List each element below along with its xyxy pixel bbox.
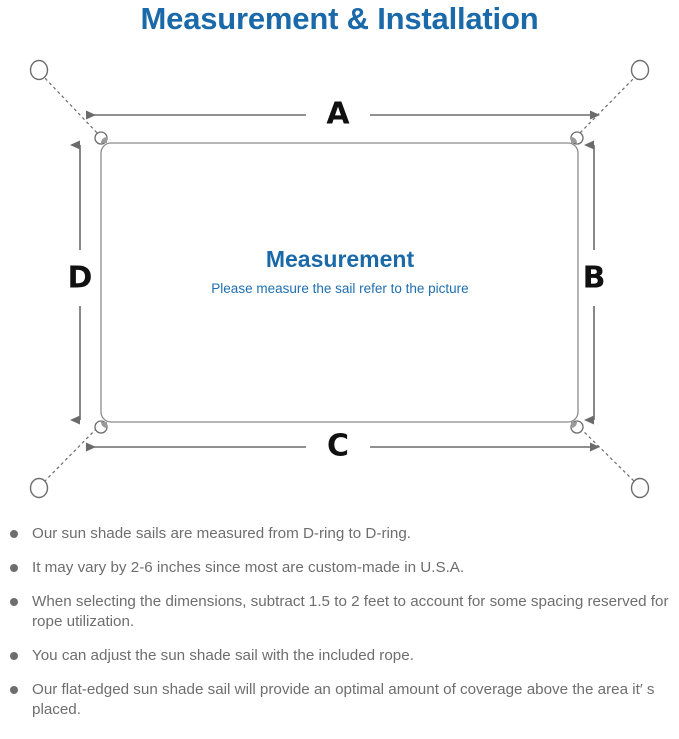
dimension-a: A (86, 97, 600, 132)
note-text: It may vary by 2-6 inches since most are… (32, 559, 465, 576)
d-ring-bottom-right-tab (571, 422, 577, 428)
d-ring-top-left-tab (101, 137, 107, 143)
d-ring-bottom-left-tab (101, 422, 107, 428)
anchor-ring-top-right (630, 59, 650, 81)
bullet-icon (10, 598, 18, 606)
dimension-label-a: A (326, 97, 350, 132)
bullet-icon (10, 652, 18, 660)
list-item: Our flat-edged sun shade sail will provi… (0, 680, 679, 720)
list-item: When selecting the dimensions, subtract … (0, 592, 679, 632)
anchor-rings (29, 59, 650, 499)
notes-list: Our sun shade sails are measured from D-… (0, 524, 679, 734)
page-title: Measurement & Installation (140, 1, 539, 36)
rope-lines (41, 74, 638, 485)
list-item: You can adjust the sun shade sail with t… (0, 646, 679, 666)
note-text: Our flat-edged sun shade sail will provi… (32, 681, 655, 718)
note-text: When selecting the dimensions, subtract … (32, 593, 669, 630)
diagram-center-subtitle: Please measure the sail refer to the pic… (211, 281, 468, 296)
dimension-label-d: D (68, 261, 93, 296)
anchor-ring-bottom-right (630, 477, 650, 499)
rope-top-right (575, 74, 638, 138)
list-item: It may vary by 2-6 inches since most are… (0, 558, 679, 578)
rope-bottom-left (41, 423, 102, 485)
note-text: Our sun shade sails are measured from D-… (32, 525, 411, 542)
dimension-label-b: B (583, 261, 606, 296)
measurement-diagram: A C D B Measurement Please measure the s… (0, 48, 679, 518)
anchor-ring-top-left (29, 59, 49, 81)
diagram-center-title: Measurement (266, 246, 415, 272)
dimension-d: D (68, 140, 93, 425)
diagram-svg: A C D B Measurement Please measure the s… (29, 59, 650, 499)
bullet-icon (10, 530, 18, 538)
note-text: You can adjust the sun shade sail with t… (32, 647, 414, 664)
corner-d-rings (94, 131, 584, 434)
rope-top-left (41, 74, 102, 138)
rope-bottom-right (575, 423, 638, 485)
dimension-c: C (86, 429, 600, 464)
dimension-label-c: C (327, 429, 349, 464)
anchor-ring-bottom-left (29, 477, 49, 499)
bullet-icon (10, 564, 18, 572)
bullet-icon (10, 686, 18, 694)
list-item: Our sun shade sails are measured from D-… (0, 524, 679, 544)
d-ring-top-right-tab (571, 137, 577, 143)
dimension-b: B (583, 140, 606, 425)
sail-body (100, 142, 579, 423)
